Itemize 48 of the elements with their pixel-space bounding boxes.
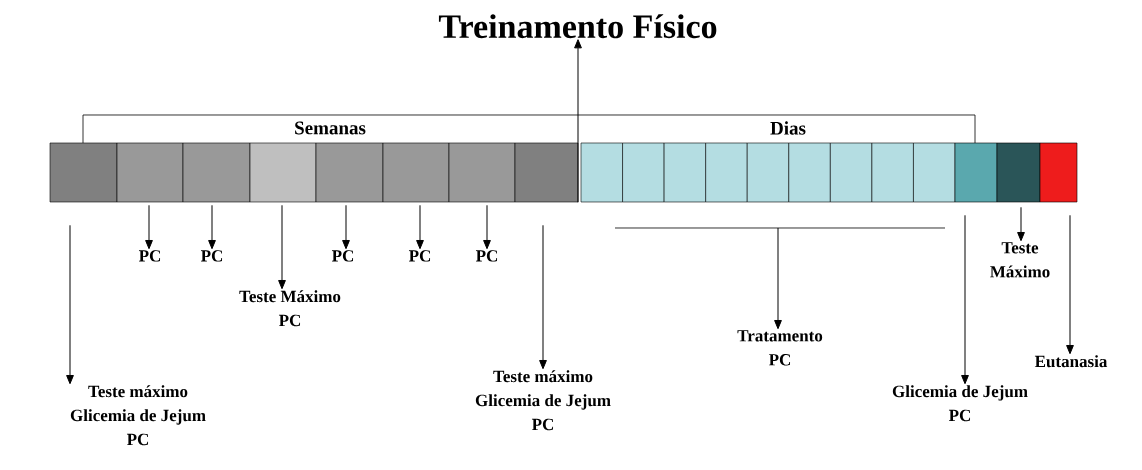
arrow (1017, 206, 1025, 242)
timeline-cell (663, 142, 706, 203)
timeline-cell (514, 142, 579, 203)
arrow (961, 214, 969, 385)
step-label: PC (201, 250, 223, 262)
step-label: Tratamento PC (737, 330, 823, 366)
step-label: Teste máximo Glicemia de Jejum PC (475, 370, 611, 431)
timeline-cell (580, 142, 623, 203)
timeline-cell (49, 142, 118, 203)
step-label: Teste máximo Glicemia de Jejum PC (70, 385, 206, 446)
arrow (483, 204, 491, 250)
timeline-cell (913, 142, 956, 203)
timeline-cell (871, 142, 914, 203)
arrow (539, 224, 547, 370)
arrow (774, 227, 782, 330)
timeline-cell (448, 142, 516, 203)
timeline-cell (996, 142, 1041, 203)
step-label: Teste Máximo (990, 242, 1050, 278)
arrow (278, 204, 286, 290)
step-label: Eutanasia (1034, 355, 1108, 368)
step-label: Teste Máximo PC (239, 290, 341, 327)
timeline-cell (622, 142, 665, 203)
timeline-cell (382, 142, 450, 203)
arrow (416, 204, 424, 250)
timeline-cell (788, 142, 831, 203)
timeline-cell (249, 142, 317, 203)
step-label: PC (476, 250, 498, 262)
step-label: PC (332, 250, 354, 262)
arrow (208, 204, 216, 250)
timeline-cell (315, 142, 384, 203)
timeline-cell (746, 142, 790, 203)
period-label: Semanas (295, 121, 366, 135)
timeline-cell (830, 142, 873, 203)
timeline-cell (182, 142, 251, 203)
step-label: Glicemia de Jejum PC (892, 385, 1028, 422)
timeline-cell (116, 142, 184, 203)
timeline-cell (705, 142, 748, 203)
arrow (145, 204, 153, 250)
arrow (1066, 214, 1074, 355)
step-label: PC (139, 250, 161, 262)
title: Treinamento Físico (438, 14, 717, 39)
period-label: Dias (770, 121, 806, 135)
arrow (574, 39, 582, 203)
arrow (342, 204, 350, 250)
step-label: PC (409, 250, 431, 262)
timeline-cell (954, 142, 998, 203)
arrow (66, 224, 74, 385)
timeline-cell (1039, 142, 1078, 203)
